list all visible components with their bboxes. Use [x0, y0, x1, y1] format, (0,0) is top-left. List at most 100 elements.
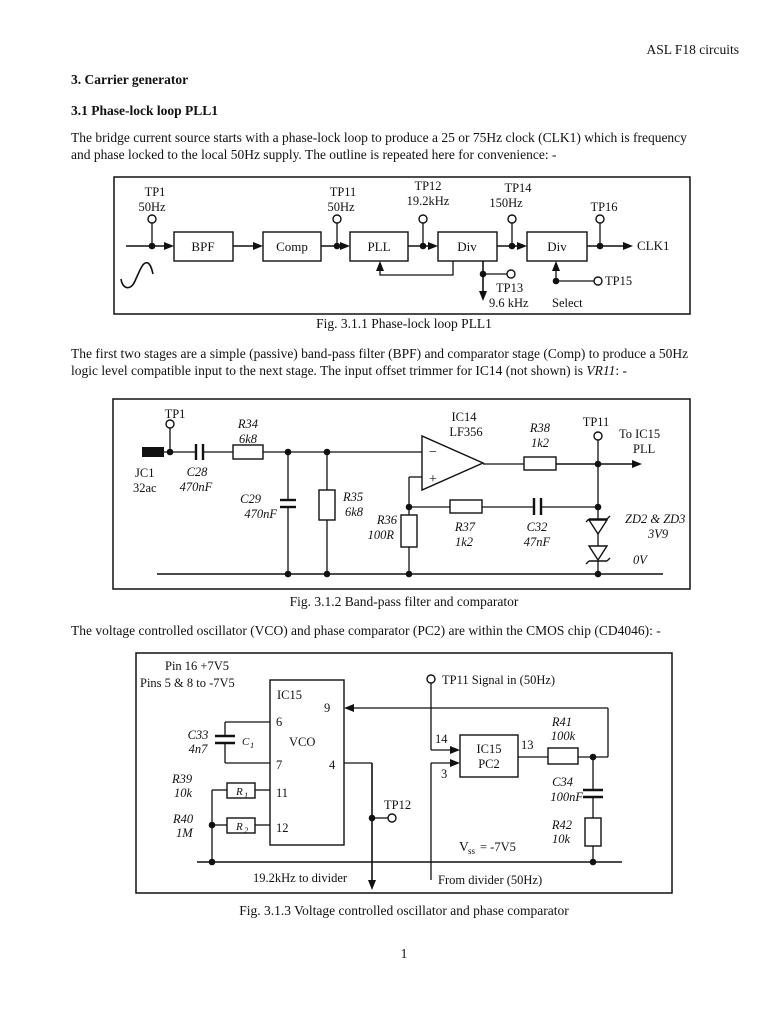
- fig1-testpoints: [147, 214, 605, 250]
- tp16-label: TP16: [590, 200, 617, 214]
- c33-value: 4n7: [189, 742, 209, 756]
- page-header: ASL F18 circuits: [646, 42, 740, 57]
- sine-wave-icon: [120, 261, 154, 289]
- tp11-signal-label: TP11 Signal in (50Hz): [442, 673, 555, 687]
- select-label: Select: [552, 296, 583, 310]
- zd-label: ZD2 & ZD3: [625, 512, 685, 526]
- r35-label: R35: [342, 490, 363, 504]
- fig2-bandpass-schematic: JC1 32ac: [112, 398, 691, 590]
- pin9-arrow: [344, 704, 354, 712]
- paragraph-2-line-2-post: : -: [615, 362, 628, 378]
- ic15-label: IC15: [277, 688, 302, 702]
- div2-block: [526, 231, 588, 262]
- fig1-select-branch: [552, 261, 603, 286]
- page-number: 1: [400, 946, 408, 961]
- tp13-freq: 9.6 kHz: [489, 296, 529, 310]
- ic14-opamp: [421, 434, 485, 492]
- fig1-tp13-branch: [479, 261, 516, 301]
- r37-value: 1k2: [455, 535, 473, 549]
- r39-label: R39: [171, 772, 193, 786]
- pc2-ic-label: IC15: [477, 742, 502, 756]
- pc2-label: PC2: [478, 757, 500, 771]
- c34-capacitor: [583, 788, 603, 799]
- comp-label: Comp: [276, 239, 308, 254]
- r39-value: 10k: [174, 786, 193, 800]
- tp13-terminal: [506, 269, 516, 279]
- ic14-part: LF356: [449, 425, 482, 439]
- fig1-feedback-wire: [376, 261, 454, 276]
- pin14-label: 14: [435, 732, 448, 746]
- c29-capacitor: [280, 498, 296, 509]
- tp12-freq: 19.2kHz: [407, 194, 450, 208]
- paragraph-2-line-2: logic level compatible input to the next…: [71, 363, 688, 380]
- pin3-label: 3: [441, 767, 447, 781]
- c32-label: C32: [527, 520, 548, 534]
- fig2-junction-dots: [166, 448, 602, 578]
- pin4-label: 4: [329, 758, 336, 772]
- r34-label: R34: [237, 417, 258, 431]
- pins58-note: Pins 5 & 8 to -7V5: [140, 676, 235, 690]
- r42-value: 10k: [552, 832, 571, 846]
- tp11-label: TP11: [330, 185, 357, 199]
- pin16-note: Pin 16 +7V5: [165, 659, 229, 673]
- r41-value: 100k: [551, 729, 576, 743]
- vr11-ref: VR11: [586, 362, 616, 378]
- r34-value: 6k8: [239, 432, 258, 446]
- c29-label: C29: [240, 492, 262, 506]
- tp16-terminal: [595, 214, 605, 224]
- zd-value: 3V9: [647, 527, 669, 541]
- tp14-freq: 150Hz: [489, 196, 523, 210]
- r37-resistor: [449, 499, 483, 514]
- pll-label: PLL: [367, 239, 390, 254]
- tp15-label: TP15: [605, 274, 632, 288]
- pin13-label: 13: [521, 738, 534, 752]
- c1-ref-sub: 1: [250, 740, 254, 750]
- r38-resistor: [523, 456, 557, 471]
- tp13-label: TP13: [496, 281, 523, 295]
- tp12-label: TP12: [414, 179, 441, 193]
- divider-down-arrow: [368, 880, 376, 890]
- opamp-minus: −: [429, 445, 437, 460]
- bpf-block: [173, 231, 234, 262]
- r2-ref: R: [235, 821, 243, 833]
- fig1-block-diagram: BPF Comp PLL Div Div: [113, 176, 691, 315]
- r37-label: R37: [454, 520, 476, 534]
- zero-volt-label: 0V: [633, 553, 648, 567]
- r40-value: 1M: [176, 826, 193, 840]
- tp11-terminal-fig3: [426, 674, 436, 684]
- r36-value: 100R: [368, 528, 395, 542]
- zd2-zd3-zeners: [585, 515, 611, 565]
- div1-label: Div: [457, 239, 477, 254]
- fig2-output-arrow: [632, 460, 642, 468]
- ic15-vco-block: [269, 679, 345, 846]
- r34-resistor: [232, 444, 264, 460]
- fig1-caption: Fig. 3.1.1 Phase-lock loop PLL1: [316, 316, 492, 331]
- tp1-terminal-fig2: [165, 419, 175, 429]
- div1-block: [437, 231, 498, 262]
- fig1-arrowheads: [164, 242, 633, 250]
- vco-label: VCO: [289, 735, 315, 749]
- paragraph-2: The first two stages are a simple (passi…: [71, 346, 688, 379]
- c29-value: 470nF: [244, 507, 277, 521]
- paragraph-3: The voltage controlled oscillator (VCO) …: [71, 623, 661, 638]
- jc1-label: JC1: [135, 466, 154, 480]
- pin11-label: 11: [276, 786, 288, 800]
- paragraph-2-line-2-pre: logic level compatible input to the next…: [71, 362, 587, 378]
- r36-label: R36: [376, 513, 398, 527]
- tp1-terminal: [147, 214, 157, 224]
- bpf-label: BPF: [191, 239, 214, 254]
- from-divider-label: From divider (50Hz): [438, 873, 542, 887]
- tp11-label-fig2: TP11: [583, 415, 610, 429]
- tp11-terminal: [332, 214, 342, 224]
- pin3-arrow: [450, 759, 460, 767]
- vss-eq: = -7V5: [480, 840, 516, 854]
- r35-resistor: [318, 489, 336, 521]
- r1-ref-sub: 1: [244, 790, 248, 800]
- clk1-label: CLK1: [637, 238, 670, 253]
- fig2-frame: [112, 398, 691, 590]
- c1-ref: C: [242, 736, 250, 748]
- opamp-plus: +: [429, 472, 437, 487]
- pin6-label: 6: [276, 715, 282, 729]
- paragraph-2-line-1: The first two stages are a simple (passi…: [71, 346, 689, 361]
